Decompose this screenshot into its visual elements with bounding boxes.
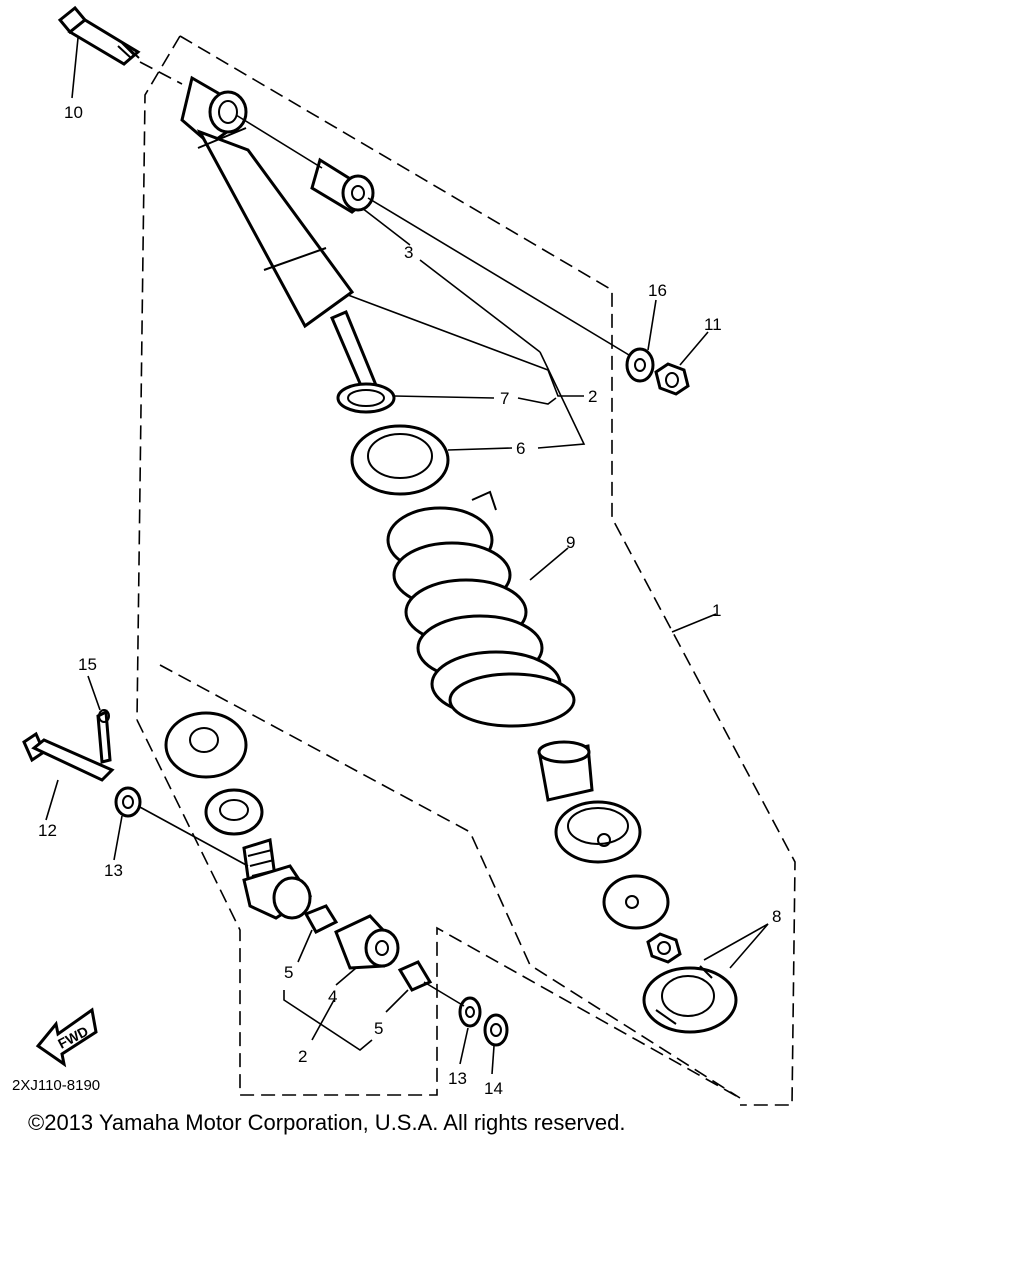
label-5-right: 5 [374, 1019, 383, 1038]
leader-3 [361, 207, 411, 246]
leader-16 [647, 299, 657, 351]
lower-axis-line-2 [423, 981, 465, 1007]
diagram-code: 2XJ110-8190 [12, 1077, 100, 1094]
lower-eye [242, 838, 313, 920]
fwd-arrow-icon: FWD [35, 1007, 98, 1068]
label-10: 10 [64, 103, 83, 122]
leader-13-right [459, 1027, 469, 1065]
upper-axis-line [235, 114, 323, 169]
leader-2-lower [311, 999, 335, 1041]
washer-13-right [458, 996, 482, 1028]
leader-12 [45, 779, 59, 821]
label-4: 4 [328, 987, 337, 1006]
washer-14 [483, 1013, 509, 1047]
leader-8 [703, 923, 769, 969]
locknut-8 [646, 932, 682, 964]
leader-7 [393, 395, 495, 399]
leader-6 [447, 351, 586, 451]
collar-5-left [303, 904, 339, 934]
copyright-notice: ©2013 Yamaha Motor Corporation, U.S.A. A… [28, 1110, 626, 1135]
leader-10 [71, 37, 79, 99]
washer-plate [602, 874, 670, 930]
assembly-outline-lower [159, 664, 741, 1099]
label-3: 3 [404, 243, 413, 262]
lower-bushing-top [164, 711, 248, 779]
assembly-outline-left [136, 35, 181, 721]
bushing-4 [334, 914, 400, 970]
label-2-lower: 2 [298, 1047, 307, 1066]
label-6: 6 [516, 439, 525, 458]
spring-guide-8 [642, 965, 738, 1034]
leader-2-b [517, 397, 557, 405]
upper-axis-line-2 [367, 197, 635, 359]
leader-1 [671, 613, 717, 633]
leader-13-left [113, 815, 123, 861]
label-13-right: 13 [448, 1069, 467, 1088]
bolt-10 [57, 5, 141, 66]
label-9: 9 [566, 533, 575, 552]
leader-14 [491, 1045, 495, 1075]
nut-11 [654, 362, 690, 396]
leader-2 [347, 294, 584, 397]
spring-seat-6 [350, 424, 450, 496]
leader-15 [87, 675, 101, 711]
cotter-pin-15 [96, 709, 112, 764]
label-1: 1 [712, 601, 721, 620]
label-16: 16 [648, 281, 667, 300]
label-8: 8 [772, 907, 781, 926]
leader-11 [679, 331, 709, 366]
bolt-10-axis [139, 61, 183, 85]
assembly-outline-upper [179, 35, 796, 1106]
label-7: 7 [500, 389, 509, 408]
leader-5-right [385, 989, 409, 1013]
collar-5-right [397, 960, 433, 992]
circlip-7 [336, 382, 396, 414]
bump-stopper [537, 740, 594, 802]
label-5-left: 5 [284, 963, 293, 982]
collar-3 [310, 157, 375, 214]
label-14: 14 [484, 1079, 503, 1098]
washer-16 [625, 347, 655, 383]
label-12: 12 [38, 821, 57, 840]
leader-9 [529, 547, 569, 581]
bolt-12 [22, 731, 115, 782]
leader-4 [335, 967, 357, 986]
label-2-upper: 2 [588, 387, 597, 406]
label-13-left: 13 [104, 861, 123, 880]
leader-5-left [283, 929, 373, 1051]
shock-absorber-body [180, 75, 382, 405]
lower-bushing-ring [204, 788, 264, 836]
label-15: 15 [78, 655, 97, 674]
spring-9 [386, 490, 576, 728]
stopper-cup [554, 800, 642, 864]
lower-axis-line [137, 805, 249, 867]
leader-3b [419, 259, 541, 353]
washer-13-left [114, 786, 142, 818]
assembly-outline-bracket [136, 719, 741, 1099]
label-11: 11 [704, 315, 722, 334]
